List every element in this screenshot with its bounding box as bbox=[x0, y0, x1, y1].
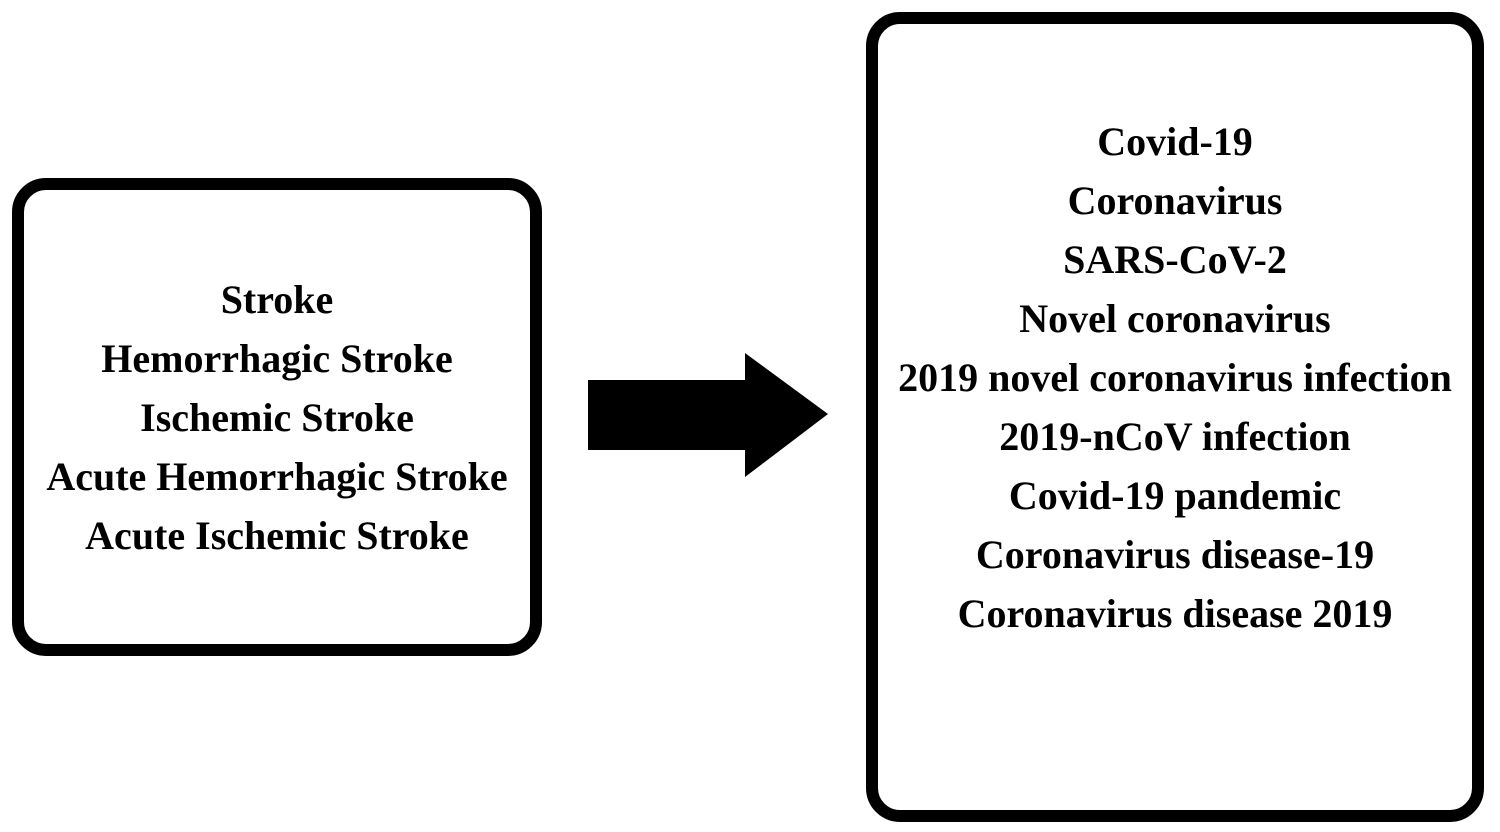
term-line: Novel coronavirus bbox=[1019, 296, 1331, 341]
term-line: Covid-19 bbox=[1097, 119, 1253, 164]
term-line: Acute Hemorrhagic Stroke bbox=[46, 453, 508, 499]
term-line: Ischemic Stroke bbox=[140, 394, 414, 440]
term-line: Acute Ischemic Stroke bbox=[85, 512, 469, 558]
term-line: 2019-nCoV infection bbox=[999, 414, 1351, 459]
term-line: Coronavirus disease-19 bbox=[975, 532, 1375, 577]
term-line: 2019 novel coronavirus infection bbox=[898, 355, 1452, 400]
term-line: Coronavirus disease 2019 bbox=[957, 591, 1393, 636]
covid-terms-box: Covid-19 Coronavirus SARS-CoV-2 Novel co… bbox=[866, 12, 1484, 822]
term-line: Coronavirus bbox=[1067, 178, 1283, 223]
right-arrow-icon bbox=[585, 350, 835, 480]
stroke-terms-box: Stroke Hemorrhagic Stroke Ischemic Strok… bbox=[12, 178, 542, 656]
term-line: SARS-CoV-2 bbox=[1063, 237, 1287, 282]
term-line: Stroke bbox=[220, 276, 334, 322]
term-line: Hemorrhagic Stroke bbox=[101, 335, 453, 381]
term-line: Covid-19 pandemic bbox=[1008, 473, 1342, 518]
